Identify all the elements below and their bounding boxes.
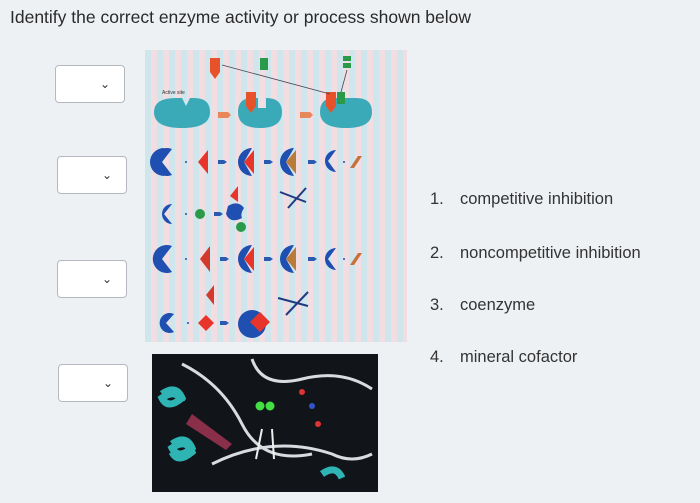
chevron-down-icon: ⌄: [102, 376, 113, 390]
option-3: 3.coenzyme: [430, 296, 536, 314]
answer-dropdown-3[interactable]: ⌄: [57, 260, 127, 298]
chevron-down-icon: ⌄: [101, 168, 112, 182]
enzyme-shape: [154, 98, 210, 128]
inhibitor-shape: [195, 209, 205, 219]
arrow-icon: [218, 112, 231, 118]
question-title: Identify the correct enzyme activity or …: [10, 7, 472, 27]
coenzyme-diagram: Active site: [154, 56, 372, 128]
blocked-icon: [279, 187, 307, 209]
substrate-shape: [246, 92, 256, 113]
mg-ion: [265, 401, 275, 411]
inhibition-diagrams: [150, 148, 362, 338]
blocked-icon: [277, 291, 309, 316]
substrate-shape: [326, 92, 336, 113]
active-site-label: Active site: [162, 90, 185, 96]
mg-ion: [255, 401, 265, 411]
coenzyme-shape: [260, 58, 268, 70]
option-2: 2.noncompetitive inhibition: [430, 244, 641, 262]
option-1: 1.competitive inhibition: [430, 190, 614, 208]
arrow-icon: [218, 160, 227, 164]
substrate-shape: [210, 58, 220, 79]
enzyme-shape: [238, 98, 282, 128]
answer-dropdown-2[interactable]: ⌄: [57, 156, 127, 194]
answer-dropdown-1[interactable]: ⌄: [55, 65, 125, 103]
option-4: 4.mineral cofactor: [430, 348, 578, 366]
coenzyme-shape: [337, 92, 345, 104]
substrate-shape: [198, 150, 208, 174]
answer-dropdown-4[interactable]: ⌄: [58, 364, 128, 402]
mineral-cofactor-image: [152, 354, 378, 492]
figure-background: [145, 50, 407, 342]
chevron-down-icon: ⌄: [99, 77, 110, 91]
arrow-icon: [300, 112, 313, 118]
chevron-down-icon: ⌄: [101, 272, 112, 286]
